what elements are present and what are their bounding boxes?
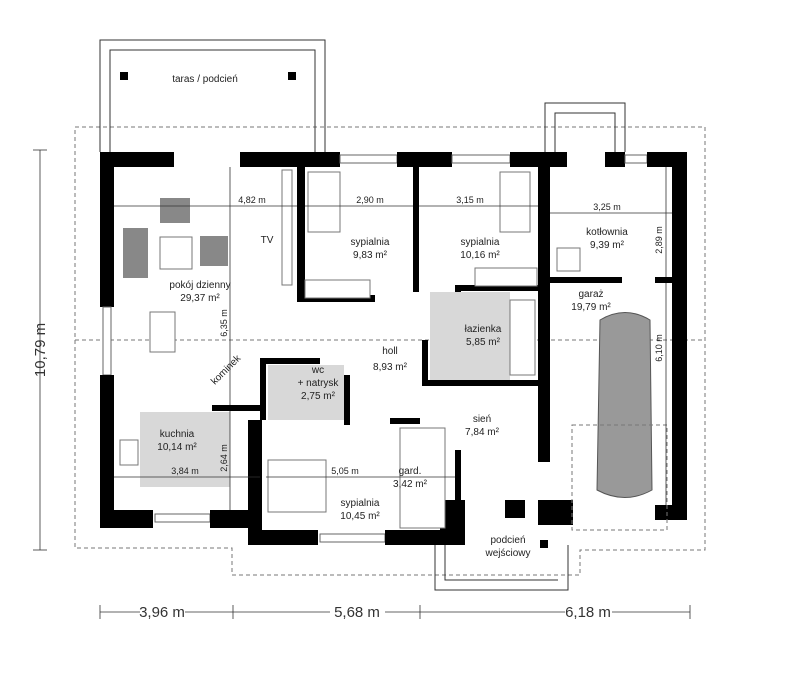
dimension-labels: 4,82 m 2,90 m 3,15 m 3,25 m 2,89 m 6,35 … xyxy=(32,195,664,621)
svg-text:3,15 m: 3,15 m xyxy=(456,195,484,205)
terrace-pillar xyxy=(120,72,128,80)
svg-text:7,84 m²: 7,84 m² xyxy=(465,427,500,438)
svg-text:wc: wc xyxy=(311,365,324,376)
room-porch: podcień wejściowy xyxy=(484,535,530,559)
svg-text:3,42 m²: 3,42 m² xyxy=(393,479,428,490)
kitchen-floor xyxy=(140,412,230,487)
svg-text:3,25 m: 3,25 m xyxy=(593,202,621,212)
bed xyxy=(307,171,341,233)
svg-text:10,16 m²: 10,16 m² xyxy=(460,250,500,261)
room-bedroom-1: sypialnia 9,83 m² xyxy=(351,237,390,261)
svg-text:sień: sień xyxy=(473,414,491,425)
dining-table xyxy=(149,311,176,353)
parking-outline xyxy=(571,424,668,531)
overall-height: 10,79 m xyxy=(32,323,49,377)
svg-text:holl: holl xyxy=(382,346,398,357)
svg-text:kotłownia: kotłownia xyxy=(586,227,628,238)
car xyxy=(596,312,653,498)
wardrobe-racks xyxy=(399,427,446,529)
room-bathroom: łazienka 5,85 m² xyxy=(465,324,502,348)
room-bedroom-2: sypialnia 10,16 m² xyxy=(460,237,500,261)
svg-text:+ natrysk: + natrysk xyxy=(298,378,340,389)
svg-text:gard.: gard. xyxy=(399,466,422,477)
entrance-canopy xyxy=(544,102,626,152)
room-wc: wc + natrysk 2,75 m² xyxy=(298,365,340,402)
svg-text:sypialnia: sypialnia xyxy=(351,237,390,248)
tv-label: TV xyxy=(261,235,274,246)
svg-text:6,35 m: 6,35 m xyxy=(219,309,229,337)
room-boiler: kotłownia 9,39 m² xyxy=(586,227,628,251)
tv-cabinet xyxy=(281,169,293,286)
svg-text:5,05 m: 5,05 m xyxy=(331,466,359,476)
room-hall: holl 8,93 m² xyxy=(373,346,408,373)
overall-width-2: 5,68 m xyxy=(334,604,380,621)
furniture xyxy=(119,169,668,531)
wardrobe xyxy=(474,267,538,287)
stove xyxy=(119,439,139,466)
svg-text:2,90 m: 2,90 m xyxy=(356,195,384,205)
roof-outline xyxy=(74,126,706,576)
bathroom-floor xyxy=(430,292,510,380)
double-bed xyxy=(267,459,327,513)
svg-text:kuchnia: kuchnia xyxy=(160,429,195,440)
room-wardrobe: gard. 3,42 m² xyxy=(393,466,428,490)
svg-text:8,93 m²: 8,93 m² xyxy=(373,362,408,373)
terrace-label: taras / podcień xyxy=(172,74,238,85)
svg-text:10,45 m²: 10,45 m² xyxy=(340,511,380,522)
terrace-pillar xyxy=(288,72,296,80)
svg-text:sypialnia: sypialnia xyxy=(461,237,500,248)
svg-text:garaż: garaż xyxy=(578,289,603,300)
room-bedroom-3: sypialnia 10,45 m² xyxy=(340,498,380,522)
fireplace-label: kominek xyxy=(209,352,244,387)
svg-text:19,79 m²: 19,79 m² xyxy=(571,302,611,313)
svg-text:6,10 m: 6,10 m xyxy=(654,334,664,362)
overall-width-1: 3,96 m xyxy=(139,604,185,621)
svg-text:2,64 m: 2,64 m xyxy=(219,444,229,472)
svg-text:podcień: podcień xyxy=(490,535,525,546)
svg-text:9,83 m²: 9,83 m² xyxy=(353,250,388,261)
svg-text:9,39 m²: 9,39 m² xyxy=(590,240,625,251)
svg-text:łazienka: łazienka xyxy=(465,324,502,335)
room-living: pokój dzienny 29,37 m² xyxy=(169,280,230,304)
svg-text:5,85 m²: 5,85 m² xyxy=(466,337,501,348)
svg-text:3,84 m: 3,84 m xyxy=(171,466,199,476)
wardrobe xyxy=(304,279,371,299)
wc-floor xyxy=(268,365,344,420)
svg-text:wejściowy: wejściowy xyxy=(484,548,530,559)
boiler xyxy=(556,247,581,272)
room-vestibule: sień 7,84 m² xyxy=(465,414,500,438)
svg-text:4,82 m: 4,82 m xyxy=(238,195,266,205)
armchair xyxy=(160,198,190,223)
porch-steps xyxy=(434,545,569,591)
room-garage: garaż 19,79 m² xyxy=(571,289,611,313)
terrace-outline xyxy=(99,39,326,152)
svg-text:sypialnia: sypialnia xyxy=(341,498,380,509)
dimension-lines xyxy=(33,149,691,619)
svg-text:2,75 m²: 2,75 m² xyxy=(301,391,336,402)
coffee-table xyxy=(159,236,193,270)
armchair xyxy=(200,236,228,266)
room-kitchen: kuchnia 10,14 m² xyxy=(157,429,197,453)
svg-text:29,37 m²: 29,37 m² xyxy=(180,293,220,304)
bathtub xyxy=(509,299,536,376)
svg-text:2,89 m: 2,89 m xyxy=(654,226,664,254)
svg-text:10,14 m²: 10,14 m² xyxy=(157,442,197,453)
bed xyxy=(499,171,531,233)
overall-width-3: 6,18 m xyxy=(565,604,611,621)
sofa xyxy=(123,228,148,278)
svg-text:pokój dzienny: pokój dzienny xyxy=(169,280,230,291)
